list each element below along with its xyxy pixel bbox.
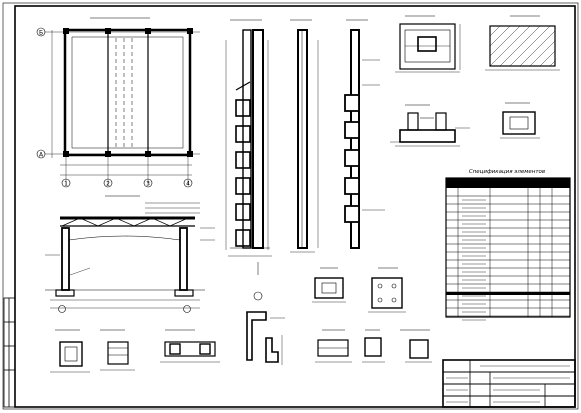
detail-connection-2	[368, 267, 406, 313]
column-elevation-3	[344, 19, 385, 249]
plan-axis-bubbles: Б А 1 2 3 4	[36, 27, 193, 188]
spec-table: Спецификация элементов	[445, 169, 571, 321]
axis-label-row-1: Б	[39, 30, 43, 37]
detail-pier-2	[100, 329, 135, 371]
plan-view	[45, 17, 200, 185]
detail-pier-pair	[160, 329, 220, 363]
axis-label-col-4: 4	[186, 181, 190, 188]
axis-label-col-1: 1	[64, 181, 68, 188]
axis-bubble-row-1	[36, 27, 46, 37]
detail-foundation-section	[390, 104, 470, 147]
axis-label-col-3: 3	[146, 181, 150, 188]
detail-node-1	[315, 329, 352, 363]
detail-block-section	[500, 102, 540, 139]
detail-node-3	[400, 329, 432, 363]
detail-eaves-profile	[246, 291, 285, 365]
spec-table-rows	[446, 195, 570, 321]
axis-label-row-2: А	[39, 152, 44, 159]
spec-table-title: Спецификация элементов	[469, 169, 545, 175]
detail-pier-1	[50, 329, 90, 373]
title-block	[442, 359, 576, 408]
detail-node-2	[362, 329, 385, 363]
detail-connection-1	[312, 267, 346, 303]
column-elevation-1	[225, 19, 272, 275]
detail-hatched-slab	[485, 15, 560, 71]
axis-label-col-2: 2	[106, 181, 110, 188]
column-elevation-2	[290, 19, 319, 253]
axis-bubble-row-2	[36, 149, 46, 159]
detail-block-plan	[395, 15, 461, 73]
section-frame	[45, 195, 215, 313]
